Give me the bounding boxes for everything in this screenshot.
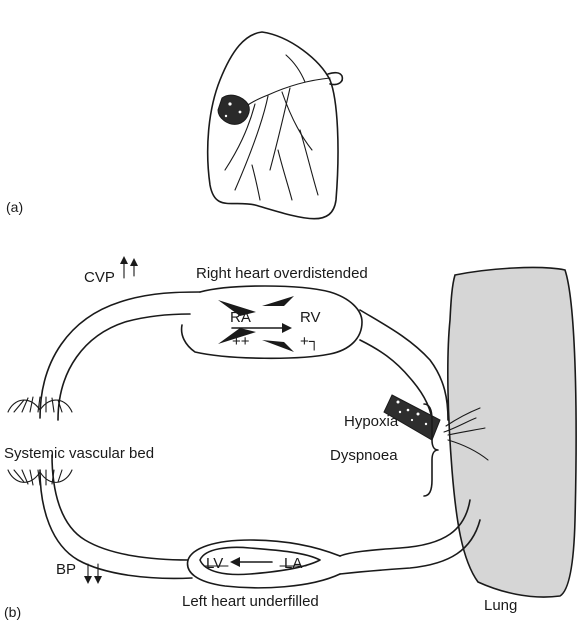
lung-label: Lung [484,597,517,614]
left-heart-label: Left heart underfilled [182,593,319,610]
dyspnoea-label: Dyspnoea [330,447,398,464]
la-label: LA [284,555,302,572]
panel-a-lung [208,32,343,219]
bp-label: BP [56,561,76,578]
embolus-a [218,95,249,124]
circulation-loop [40,286,480,588]
lv-label: LV [206,555,223,572]
cvp-label: CVP [84,269,115,286]
hypoxia-label: Hypoxia [344,413,399,430]
panel-b-label: (b) [4,604,21,620]
right-heart-label: Right heart overdistended [196,265,368,282]
systemic-bed-label: Systemic vascular bed [4,445,154,462]
panel-a-label: (a) [6,199,23,215]
ra-label: RA [230,309,251,326]
systemic-vascular-bed [8,397,72,485]
lung-shape [448,268,576,598]
rv-sign: +┐ [300,333,319,351]
rv-label: RV [300,309,321,326]
cvp-rise-arrows [120,256,138,278]
ra-sign: ++ [232,333,250,350]
